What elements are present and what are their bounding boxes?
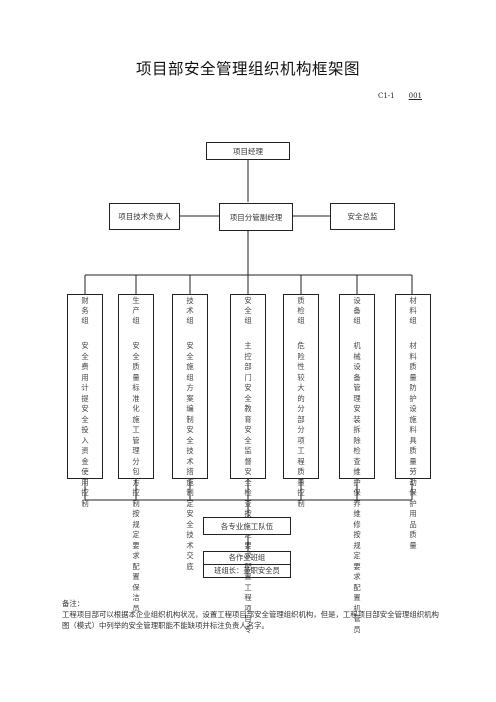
group-column-quality: 质检组 危险性较大的分部分项工程质量控制 <box>283 294 319 508</box>
group-duties: 安全费用计提安全投入资金使用控制 <box>81 341 89 508</box>
group-duties: 主控部门安全教育安全监督安全检查按规定要求配置工程项目专 <box>244 341 252 634</box>
project-manager-box: 项目经理 <box>206 142 290 160</box>
group-head: 材料组 <box>409 296 417 325</box>
group-duties: 危险性较大的分部分项工程质量控制 <box>297 341 305 508</box>
group-column-finance: 财务组 安全费用计提安全投入资金使用控制 <box>67 294 103 508</box>
document-code: C1-1 001 <box>378 92 422 100</box>
crew-leader: 班组长：兼职安全员 <box>214 566 280 575</box>
deputy-manager-box: 项目分管副经理 <box>219 203 293 231</box>
note-label: 备注： <box>62 599 85 608</box>
group-duties: 材料质量防护设施料具质量劳动保护用品质量 <box>409 341 417 550</box>
group-head: 设备组 <box>353 296 361 325</box>
group-head: 财务组 <box>81 296 89 325</box>
note-block: 备注： 工程项目部可以根据本企业组织机构状况，设置工程项目部安全管理组织机构，但… <box>62 598 442 631</box>
group-column-technical: 技术组 安全施组方案编制安全技术措施制定安全技术交底 <box>172 294 208 571</box>
work-crew-box: 各作业班组 班组长：兼职安全员 <box>203 551 291 578</box>
group-column-equipment: 设备组 机械设备管理安装拆除检查维护保养维修按规定要求配置机管员 <box>339 294 375 634</box>
group-head: 质检组 <box>297 296 305 325</box>
group-head: 安全组 <box>244 296 252 325</box>
doc-code-label: C1-1 <box>378 92 395 100</box>
group-column-production: 生产组 安全质量标准化施工管理分包方控制按规定要求配置保洁员 <box>118 294 154 613</box>
page-title: 项目部安全管理组织机构框架图 <box>135 60 360 78</box>
group-column-safety: 安全组 主控部门安全教育安全监督安全检查按规定要求配置工程项目专 <box>230 294 266 634</box>
group-head: 生产组 <box>132 296 140 325</box>
tech-lead-box: 项目技术负责人 <box>109 203 180 230</box>
doc-number: 001 <box>408 92 423 100</box>
group-duties: 安全施组方案编制安全技术措施制定安全技术交底 <box>186 341 194 571</box>
construction-teams-box: 各专业施工队伍 <box>203 517 291 535</box>
crew-title: 各作业班组 <box>204 552 290 565</box>
safety-director-box: 安全总监 <box>330 203 395 230</box>
group-head: 技术组 <box>186 296 194 325</box>
group-column-materials: 材料组 材料质量防护设施料具质量劳动保护用品质量 <box>395 294 431 550</box>
group-duties: 安全质量标准化施工管理分包方控制按规定要求配置保洁员 <box>132 341 140 613</box>
group-duties: 机械设备管理安装拆除检查维护保养维修按规定要求配置机管员 <box>353 341 361 634</box>
note-text: 工程项目部可以根据本企业组织机构状况，设置工程项目部安全管理组织机构，但是，工程… <box>62 610 439 630</box>
